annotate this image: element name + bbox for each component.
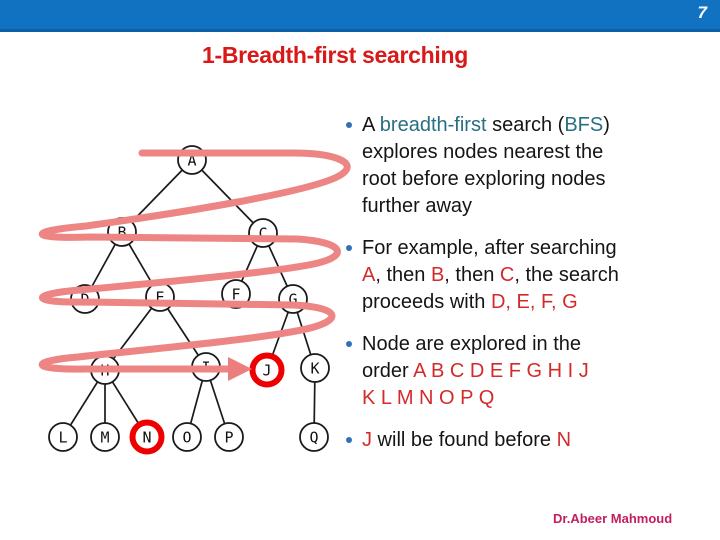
tree-node-N: N: [129, 419, 165, 455]
bullet-dot-icon: [346, 245, 352, 251]
tree-node-E: E: [145, 282, 175, 312]
node-circle-highlighted: [249, 352, 285, 388]
node-label: N: [142, 429, 151, 447]
node-circle: [299, 422, 329, 452]
node-circle: [214, 422, 244, 452]
node-label: K: [310, 360, 319, 378]
bullet-dot-icon: [346, 122, 352, 128]
node-circle-highlighted: [129, 419, 165, 455]
bullet-text: A breadth-first search (BFS)explores nod…: [362, 114, 610, 217]
tree-edge-E-H: [104, 296, 161, 371]
tree-node-Q: Q: [299, 422, 329, 452]
node-label: J: [262, 362, 271, 380]
bfs-spiral-path: [38, 149, 351, 373]
tree-node-P: P: [214, 422, 244, 452]
node-label: L: [58, 429, 67, 447]
node-label: F: [231, 286, 240, 304]
node-label: Q: [309, 429, 318, 447]
tree-node-J: J: [249, 352, 285, 388]
spiral-arrow-head-icon: [228, 357, 252, 381]
bullet-item-4: J will be found before N: [346, 427, 711, 454]
tree-node-K: K: [300, 353, 330, 383]
node-label: C: [258, 225, 267, 243]
node-label: P: [224, 429, 233, 447]
bullet-dot-icon: [346, 437, 352, 443]
node-label: O: [182, 429, 191, 447]
tree-node-M: M: [90, 422, 120, 452]
bullet-text: J will be found before N: [362, 429, 572, 451]
node-circle: [300, 353, 330, 383]
bullet-item-1: A breadth-first search (BFS)explores nod…: [346, 112, 711, 220]
slide-title: 1-Breadth-first searching: [201, 42, 468, 68]
node-label: E: [155, 289, 164, 307]
tree-node-C: C: [248, 218, 278, 248]
page-number: 7: [697, 3, 707, 22]
tree-edges: [62, 159, 316, 438]
tree-node-O: O: [172, 422, 202, 452]
tree-edge-A-C: [191, 159, 264, 234]
node-label: A: [187, 152, 196, 170]
footer-author: Dr.Abeer Mahmoud: [553, 511, 673, 526]
node-label: B: [117, 224, 126, 242]
node-circle: [48, 422, 78, 452]
header-bar: [0, 0, 720, 32]
node-circle: [90, 422, 120, 452]
node-circle: [172, 422, 202, 452]
node-label: M: [100, 429, 109, 447]
bullet-dot-icon: [346, 341, 352, 347]
tree-node-L: L: [48, 422, 78, 452]
node-label: G: [288, 291, 297, 309]
bullet-list: A breadth-first search (BFS)explores nod…: [346, 112, 711, 469]
